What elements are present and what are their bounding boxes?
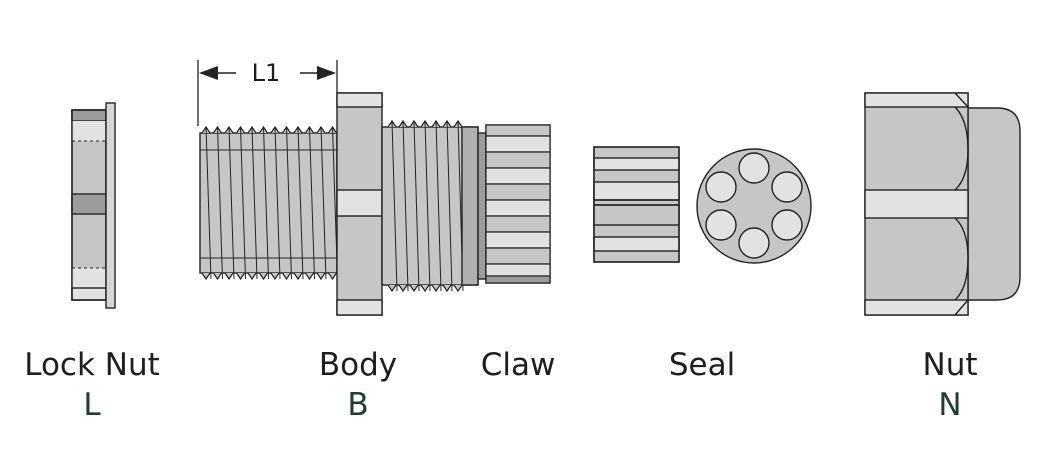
part-code-lock-nut: L [83, 387, 101, 423]
dimension-label: L1 [251, 59, 281, 87]
body-right-thread [387, 119, 464, 293]
seal-part [593, 146, 680, 263]
seal-end-view [696, 148, 812, 264]
dimension-l1 [197, 60, 338, 126]
part-label-body: Body [318, 347, 398, 383]
part-label-seal: Seal [668, 347, 736, 383]
nut-part [864, 92, 1021, 316]
part-label-claw: Claw [480, 347, 556, 383]
part-code-nut: N [938, 387, 962, 423]
part-code-body: B [347, 387, 369, 423]
part-label-lock-nut: Lock Nut [24, 347, 160, 383]
body-part [199, 92, 487, 316]
body-left-thread [201, 125, 338, 281]
claw-part [485, 124, 551, 284]
part-label-nut: Nut [922, 347, 978, 383]
claw-fingers [485, 124, 551, 284]
lock-nut-part [71, 102, 116, 309]
